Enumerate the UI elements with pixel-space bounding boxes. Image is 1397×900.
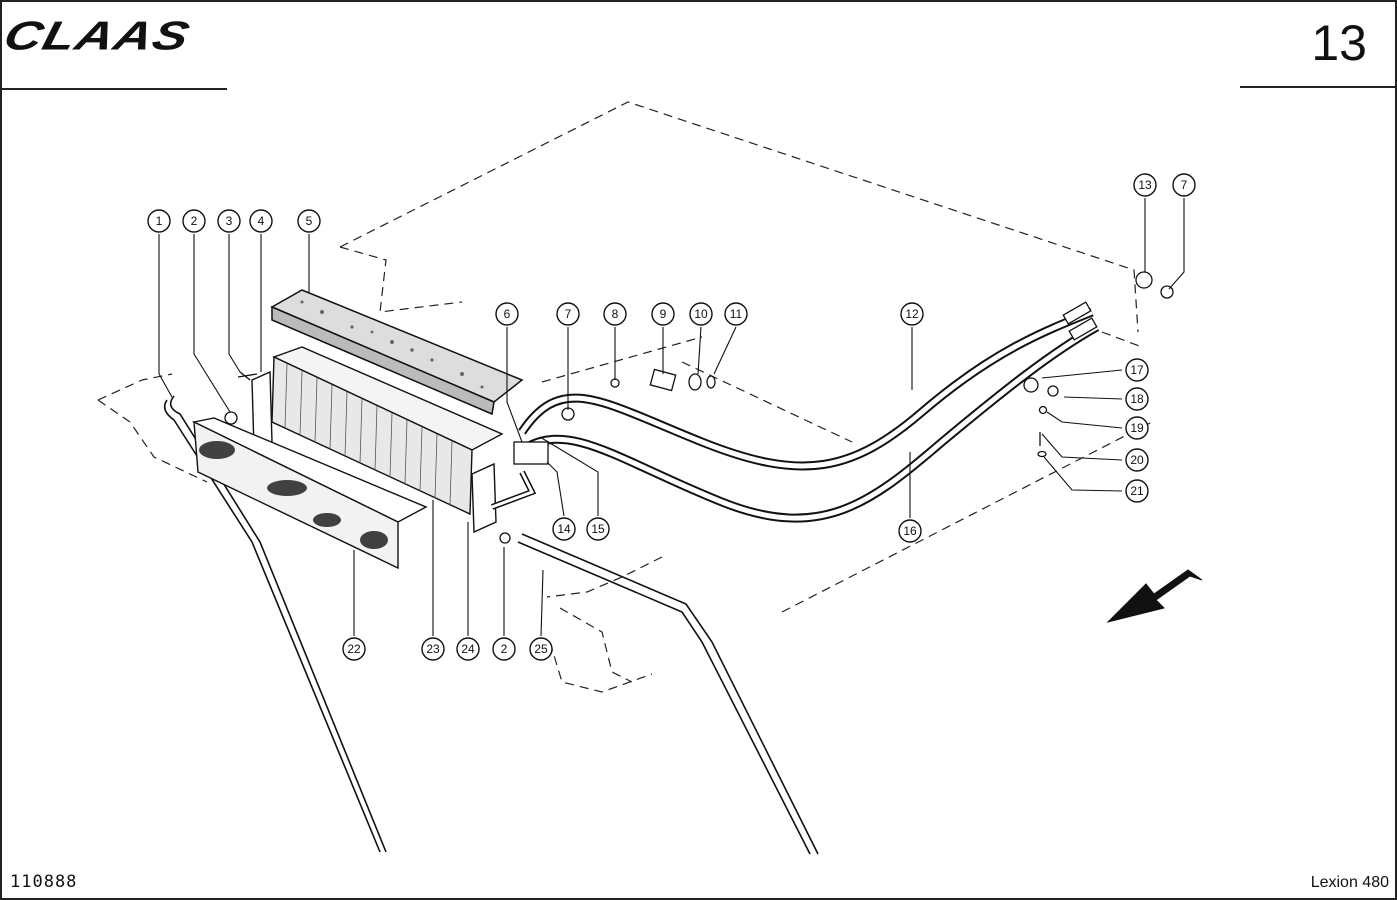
- hydraulic-hoses: [490, 307, 1100, 523]
- svg-text:16: 16: [903, 524, 917, 538]
- svg-text:11: 11: [730, 307, 743, 321]
- callout-13: 13: [1133, 173, 1157, 197]
- drawing-number: 110888: [10, 872, 78, 892]
- callout-18: 18: [1125, 387, 1149, 411]
- callout-1: 1: [147, 209, 171, 233]
- header-rule-left: [2, 88, 227, 90]
- machine-outline: [97, 101, 1153, 693]
- svg-text:15: 15: [591, 522, 605, 536]
- svg-text:13: 13: [1138, 178, 1152, 192]
- callout-20: 20: [1125, 448, 1149, 472]
- frame-tubes: [163, 395, 819, 855]
- callout-15: 15: [586, 517, 610, 541]
- callout-22: 22: [342, 637, 366, 661]
- callout-12: 12: [900, 302, 924, 326]
- foam-pad: [270, 289, 524, 416]
- cooler-core: [271, 346, 504, 516]
- callout-23: 23: [421, 637, 445, 661]
- svg-text:3: 3: [226, 214, 233, 228]
- svg-text:4: 4: [258, 214, 265, 228]
- svg-text:6: 6: [504, 307, 511, 321]
- callout-5: 5: [297, 209, 321, 233]
- svg-text:7: 7: [565, 307, 572, 321]
- callout-7-right: 7: [1172, 173, 1196, 197]
- grille-screen: [191, 417, 428, 570]
- mounting-brackets: [251, 370, 497, 534]
- svg-text:5: 5: [306, 214, 313, 228]
- callout-17: 17: [1125, 358, 1149, 382]
- callout-19: 19: [1125, 416, 1149, 440]
- callout-2: 2: [182, 209, 206, 233]
- svg-text:8: 8: [612, 307, 619, 321]
- svg-text:19: 19: [1130, 421, 1144, 435]
- svg-text:21: 21: [1130, 484, 1144, 498]
- callout-25: 25: [529, 637, 553, 661]
- callout-24: 24: [456, 637, 480, 661]
- svg-text:14: 14: [557, 522, 571, 536]
- svg-text:2: 2: [501, 642, 508, 656]
- leader-lines: [158, 198, 1185, 637]
- callout-10: 10: [689, 302, 713, 326]
- model-label: Lexion 480: [1310, 874, 1389, 891]
- callout-4: 4: [249, 209, 273, 233]
- svg-text:23: 23: [426, 642, 440, 656]
- svg-text:1: 1: [156, 214, 163, 228]
- callout-21: 21: [1125, 479, 1149, 503]
- svg-text:25: 25: [534, 642, 548, 656]
- svg-text:17: 17: [1130, 363, 1144, 377]
- svg-text:9: 9: [660, 307, 667, 321]
- svg-text:10: 10: [694, 307, 708, 321]
- callout-11: 11: [724, 302, 748, 326]
- svg-text:20: 20: [1130, 453, 1144, 467]
- svg-text:12: 12: [905, 307, 919, 321]
- hose-fittings: [513, 301, 1098, 465]
- callout-7: 7: [556, 302, 580, 326]
- svg-text:18: 18: [1130, 392, 1144, 406]
- callout-16: 16: [898, 519, 922, 543]
- svg-text:22: 22: [347, 642, 361, 656]
- svg-text:2: 2: [191, 214, 198, 228]
- svg-text:24: 24: [461, 642, 475, 656]
- small-parts: [224, 271, 1174, 544]
- svg-text:7: 7: [1181, 178, 1188, 192]
- page-number: 13: [1311, 15, 1367, 71]
- callout-2-bottom: 2: [492, 637, 516, 661]
- callout-14: 14: [552, 517, 576, 541]
- callout-9: 9: [651, 302, 675, 326]
- direction-arrow: [1106, 569, 1203, 623]
- callout-8: 8: [603, 302, 627, 326]
- callout-3: 3: [217, 209, 241, 233]
- header-rule-right: [1240, 86, 1395, 88]
- callout-6: 6: [495, 302, 519, 326]
